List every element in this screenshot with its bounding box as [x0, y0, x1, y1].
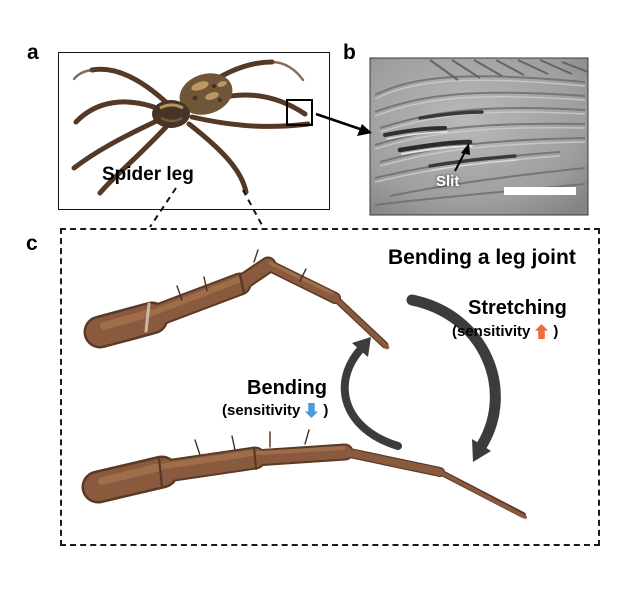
bending-label: Bending: [247, 377, 327, 399]
stretching-label: Stretching: [468, 297, 567, 319]
bending-sensitivity-prefix: (sensitivity: [222, 402, 301, 419]
sem-frame: [369, 57, 589, 216]
panel-c-frame: [60, 228, 600, 546]
panel-a-to-b-arrow: [315, 112, 372, 136]
panel-b-label: b: [343, 41, 356, 64]
bent-leg-illustration: [83, 249, 390, 350]
panel-a-label: a: [27, 41, 39, 64]
scale-bar: [504, 187, 576, 195]
stretching-sensitivity-suffix: ): [553, 323, 559, 340]
panel-c-label: c: [26, 232, 38, 255]
stretching-sensitivity-note: (sensitivity ): [452, 323, 558, 340]
bending-sensitivity-note: (sensitivity ): [222, 402, 328, 419]
stretching-sensitivity-prefix: (sensitivity: [452, 323, 531, 340]
slit-annotation: Slit: [436, 173, 460, 190]
bend-flow-arrow: [340, 337, 402, 450]
sensitivity-up-arrow-icon: [535, 324, 549, 339]
bending-sensitivity-suffix: ): [323, 402, 329, 419]
straight-leg-illustration: [81, 429, 527, 519]
sensitivity-down-arrow-icon: [305, 403, 319, 418]
spider-leg-caption: Spider leg: [102, 164, 194, 185]
spider-illustration: [71, 59, 311, 196]
panel-c-title: Bending a leg joint: [388, 246, 576, 269]
zoom-dashed-lines: [149, 187, 264, 228]
zoom-region-box: [286, 99, 313, 126]
stretch-flow-arrow: [406, 294, 501, 462]
sem-micrograph: [370, 58, 588, 215]
slit-pointer-arrow: [454, 143, 470, 172]
panel-a-frame: [58, 52, 330, 210]
